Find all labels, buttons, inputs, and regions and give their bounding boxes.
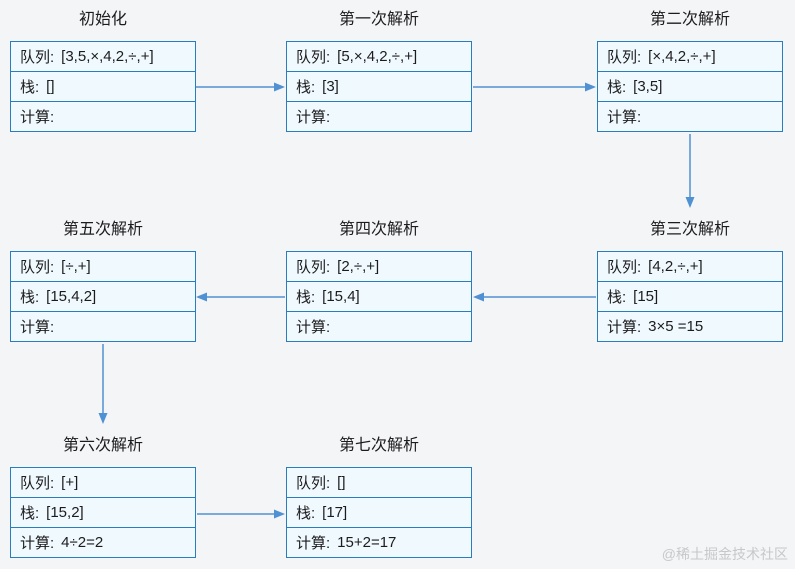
calc-row: 计算: 15+2=17 (286, 527, 472, 558)
stack-row: 栈: [15,4] (286, 281, 472, 312)
queue-value: [×,4,2,÷,+] (648, 48, 716, 65)
calc-label: 计算: (296, 319, 331, 336)
calc-value: 15+2=17 (337, 534, 397, 551)
stack-label: 栈: (296, 505, 316, 522)
stack-row: 栈: [3,5] (597, 71, 783, 102)
queue-label: 队列: (20, 49, 55, 66)
watermark: @稀土掘金技术社区 (661, 546, 788, 562)
stack-row: 栈: [15,2] (10, 497, 196, 528)
stack-row: 栈: [15] (597, 281, 783, 312)
step-title: 第六次解析 (62, 437, 143, 454)
stack-label: 栈: (607, 79, 627, 96)
step-title: 第七次解析 (338, 437, 419, 454)
calc-row: 计算: 3×5 =15 (597, 311, 783, 342)
calc-row: 计算: (10, 311, 196, 342)
calc-row: 计算: (286, 101, 472, 132)
step-box-step1: 第一次解析 队列: [5,×,4,2,÷,+] 栈: [3] 计算: (286, 11, 472, 132)
step-box-step5: 第五次解析 队列: [÷,+] 栈: [15,4,2] 计算: (10, 221, 196, 342)
stack-label: 栈: (20, 289, 40, 306)
calc-row: 计算: (10, 101, 196, 132)
queue-row: 队列: [4,2,÷,+] (597, 251, 783, 282)
calc-row: 计算: (597, 101, 783, 132)
queue-value: [5,×,4,2,÷,+] (337, 48, 418, 65)
calc-label: 计算: (20, 109, 55, 126)
step-title: 第一次解析 (338, 11, 419, 28)
step-box-step2: 第二次解析 队列: [×,4,2,÷,+] 栈: [3,5] 计算: (597, 11, 783, 132)
stack-value: [3] (322, 78, 339, 95)
queue-row: 队列: [×,4,2,÷,+] (597, 41, 783, 72)
stack-row: 栈: [15,4,2] (10, 281, 196, 312)
stack-row: 栈: [3] (286, 71, 472, 102)
queue-value: [2,÷,+] (337, 258, 380, 275)
queue-label: 队列: (296, 49, 331, 66)
stack-value: [15,4] (322, 288, 360, 305)
stack-row: 栈: [] (10, 71, 196, 102)
step-box-step4: 第四次解析 队列: [2,÷,+] 栈: [15,4] 计算: (286, 221, 472, 342)
calc-value: 4÷2=2 (61, 534, 104, 551)
queue-value: [+] (61, 474, 79, 491)
step-box-step6: 第六次解析 队列: [+] 栈: [15,2] 计算: 4÷2=2 (10, 437, 196, 558)
calc-row: 计算: (286, 311, 472, 342)
queue-row: 队列: [÷,+] (10, 251, 196, 282)
queue-row: 队列: [5,×,4,2,÷,+] (286, 41, 472, 72)
queue-label: 队列: (296, 259, 331, 276)
stack-row: 栈: [17] (286, 497, 472, 528)
stack-label: 栈: (296, 79, 316, 96)
queue-label: 队列: (607, 259, 642, 276)
stack-label: 栈: (296, 289, 316, 306)
queue-label: 队列: (20, 475, 55, 492)
queue-row: 队列: [+] (10, 467, 196, 498)
step-box-init: 初始化 队列: [3,5,×,4,2,÷,+] 栈: [] 计算: (10, 11, 196, 132)
queue-label: 队列: (607, 49, 642, 66)
calc-label: 计算: (20, 535, 55, 552)
queue-row: 队列: [3,5,×,4,2,÷,+] (10, 41, 196, 72)
stack-value: [3,5] (633, 78, 663, 95)
calc-label: 计算: (296, 109, 331, 126)
stack-value: [] (46, 78, 55, 95)
step-title: 第四次解析 (338, 221, 419, 238)
calc-label: 计算: (296, 535, 331, 552)
calc-row: 计算: 4÷2=2 (10, 527, 196, 558)
queue-row: 队列: [2,÷,+] (286, 251, 472, 282)
queue-row: 队列: [] (286, 467, 472, 498)
calc-label: 计算: (20, 319, 55, 336)
calc-label: 计算: (607, 319, 642, 336)
queue-value: [] (337, 474, 346, 491)
calc-value: 3×5 =15 (648, 318, 704, 335)
step-title: 第五次解析 (62, 221, 143, 238)
calc-label: 计算: (607, 109, 642, 126)
queue-value: [3,5,×,4,2,÷,+] (61, 48, 154, 65)
queue-label: 队列: (20, 259, 55, 276)
stack-label: 栈: (607, 289, 627, 306)
stack-value: [15,2] (46, 504, 84, 521)
step-title: 第三次解析 (649, 221, 730, 238)
stack-value: [17] (322, 504, 348, 521)
stack-value: [15,4,2] (46, 288, 97, 305)
step-box-step7: 第七次解析 队列: [] 栈: [17] 计算: 15+2=17 (286, 437, 472, 558)
step-title: 初始化 (78, 11, 127, 28)
queue-value: [4,2,÷,+] (648, 258, 703, 275)
queue-label: 队列: (296, 475, 331, 492)
step-title: 第二次解析 (649, 11, 730, 28)
stack-value: [15] (633, 288, 659, 305)
stack-label: 栈: (20, 79, 40, 96)
stack-label: 栈: (20, 505, 40, 522)
step-box-step3: 第三次解析 队列: [4,2,÷,+] 栈: [15] 计算: 3×5 =15 (597, 221, 783, 342)
queue-value: [÷,+] (61, 258, 91, 275)
